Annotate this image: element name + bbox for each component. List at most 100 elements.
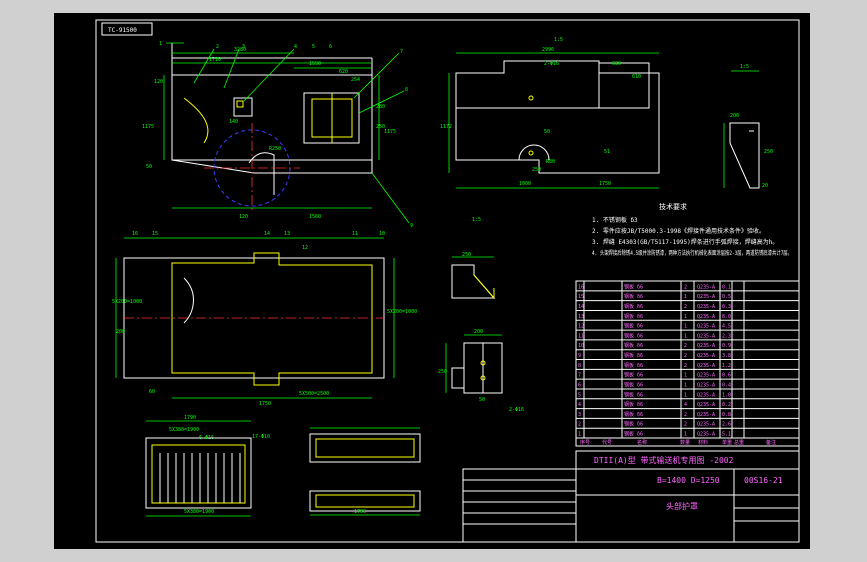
dim-top-3: 620	[339, 69, 348, 75]
bom-cell: 0.6	[722, 373, 731, 379]
bom-cell: 1.0	[722, 392, 731, 398]
dim-top-8: 120	[154, 79, 163, 85]
dim-r-0: 2996	[542, 47, 554, 53]
bom-cell: 钢板 δ6	[624, 332, 643, 339]
dim-r-7: 1750	[599, 181, 611, 187]
bom-cell: 2.3	[722, 333, 731, 339]
bom-cell: Q235-A	[697, 402, 715, 408]
bom-cell: 钢板 δ6	[624, 342, 643, 349]
drawing-code: TC-91500	[108, 27, 137, 34]
title-block: DTII(A)型 带式输送机专用图 -2002 B=1400 D=1250 00…	[462, 450, 800, 543]
dim-m-5: 1750	[259, 401, 271, 407]
bom-cell: 1.2	[722, 363, 731, 369]
dim-m-1: 5X200=1000	[387, 309, 417, 315]
balloon-12: 12	[302, 245, 308, 251]
dim-b-5: 1790	[354, 509, 366, 515]
bom-header-0: 序号	[580, 439, 590, 446]
drawing-sheet: TC-91500 1710 3280 1590 620 254 280 250 …	[54, 13, 810, 549]
dim-r-2: 630	[612, 61, 621, 67]
cad-drawing: TC-91500 1710 3280 1590 620 254 280 250 …	[95, 19, 800, 543]
bom-cell: 16	[578, 284, 584, 290]
dim-b-0: 1790	[184, 415, 196, 421]
bom-cell: 4	[684, 402, 687, 408]
dim-r-9: R80	[546, 159, 555, 165]
dim-top-10: 50	[146, 164, 152, 170]
bom-cell: 4.5	[722, 324, 731, 330]
bom-cell: 2	[684, 422, 687, 428]
notes-title: 技术要求	[659, 202, 687, 211]
bom-cell: 5	[578, 392, 581, 398]
bom-cell: 钢板 δ6	[624, 431, 643, 438]
detail-views: 1:5 250 200 250 2-Φ16 50	[438, 217, 524, 413]
bom-cell: 0.9	[722, 343, 731, 349]
bottom-plan-view: 5X200=1000 5X200=1000 200 60 5X500=2500 …	[112, 231, 417, 407]
dim-r-6: 1000	[519, 181, 531, 187]
bom-cell: 1	[684, 314, 687, 320]
dim-top-6: 250	[376, 124, 385, 130]
balloon-5: 5	[312, 44, 315, 50]
dim-r-5: 50	[544, 129, 550, 135]
balloon-1: 1	[159, 41, 162, 47]
bom-row-lines	[576, 290, 799, 439]
bom-cell: 7	[578, 373, 581, 379]
dim-r-3: 610	[632, 74, 641, 80]
dim-b-4: 5X380=1900	[184, 509, 214, 515]
elevation-outline	[455, 60, 660, 174]
bom-cell: Q235-A	[697, 304, 715, 310]
bom-cell: 3	[578, 412, 581, 418]
bom-cell: 2	[578, 422, 581, 428]
dim-d-4: 50	[479, 397, 485, 403]
note-line-4: 4. 头架焊接后除锈4.5级并涂防锈漆，两种方法执行机械化表面涂层按2-3层，两…	[592, 249, 792, 257]
bom-cell: 8	[578, 363, 581, 369]
balloon-2: 2	[216, 44, 219, 50]
bom-cell: 钢板 δ6	[624, 372, 643, 379]
grid-bars	[159, 453, 241, 503]
part-name: 头部护罩	[666, 501, 698, 511]
bom-header-4: 材料	[698, 439, 708, 446]
view-label-a: 1:5	[554, 37, 563, 43]
dim-top-13: R250	[269, 146, 281, 152]
bom-cell: Q235-A	[697, 412, 715, 418]
bom-cell: 钢板 δ6	[624, 401, 643, 408]
bom-cell: 9	[578, 353, 581, 359]
bom-cell: 钢板 δ6	[624, 293, 643, 300]
bom-cell: 1	[684, 333, 687, 339]
technical-notes: 技术要求 1. 不锈钢板 δ3 2. 零件应按JB/T5000.3-1998《焊…	[592, 202, 792, 257]
bom-cell: 钢板 δ6	[624, 362, 643, 369]
section-view: 1:5 200 20 250	[723, 64, 773, 189]
bom-cell: 钢板 δ6	[624, 303, 643, 310]
bom-cell: 钢板 δ6	[624, 352, 643, 359]
bom-cell: 0.8	[722, 412, 731, 418]
plan-outline	[171, 74, 373, 161]
bom-cell: Q235-A	[697, 324, 715, 330]
bom-cell: Q235-A	[697, 343, 715, 349]
code-box	[101, 22, 153, 36]
view-label-b: 1:5	[740, 64, 749, 70]
dim-top-2: 1590	[309, 61, 321, 67]
dim-m-4: 5X500=2500	[299, 391, 329, 397]
dim-top-1: 3280	[234, 47, 246, 53]
bom-cell: 0.4	[722, 382, 731, 388]
bom-header-5: 单重	[722, 439, 732, 446]
bom-cell: 2	[684, 343, 687, 349]
dim-top-0: 1710	[209, 57, 221, 63]
bom-cell: 10	[578, 343, 584, 349]
side-elevation-view: 1:5 2996 2-Φ16 630 610 1172 50 1000 1750…	[440, 37, 660, 189]
balloon-13: 13	[284, 231, 290, 237]
balloon-3: 3	[242, 44, 245, 50]
bom-cell: 钢板 δ6	[624, 411, 643, 418]
bom-cell: 钢板 δ6	[624, 283, 643, 290]
dim-r-8: 250	[532, 167, 541, 173]
balloon-6: 6	[329, 44, 332, 50]
bom-cell: 钢板 δ6	[624, 391, 643, 398]
bom-cell: 0.1	[722, 284, 731, 290]
bom-cell: 13	[578, 314, 584, 320]
bom-cell: 2	[684, 353, 687, 359]
dim-top-7: 1175	[142, 124, 154, 130]
dim-d-2: 250	[438, 369, 447, 375]
balloon-7: 7	[400, 49, 403, 55]
bom-cell: 0.5	[722, 294, 731, 300]
bom-cell: 5.1	[722, 432, 731, 438]
